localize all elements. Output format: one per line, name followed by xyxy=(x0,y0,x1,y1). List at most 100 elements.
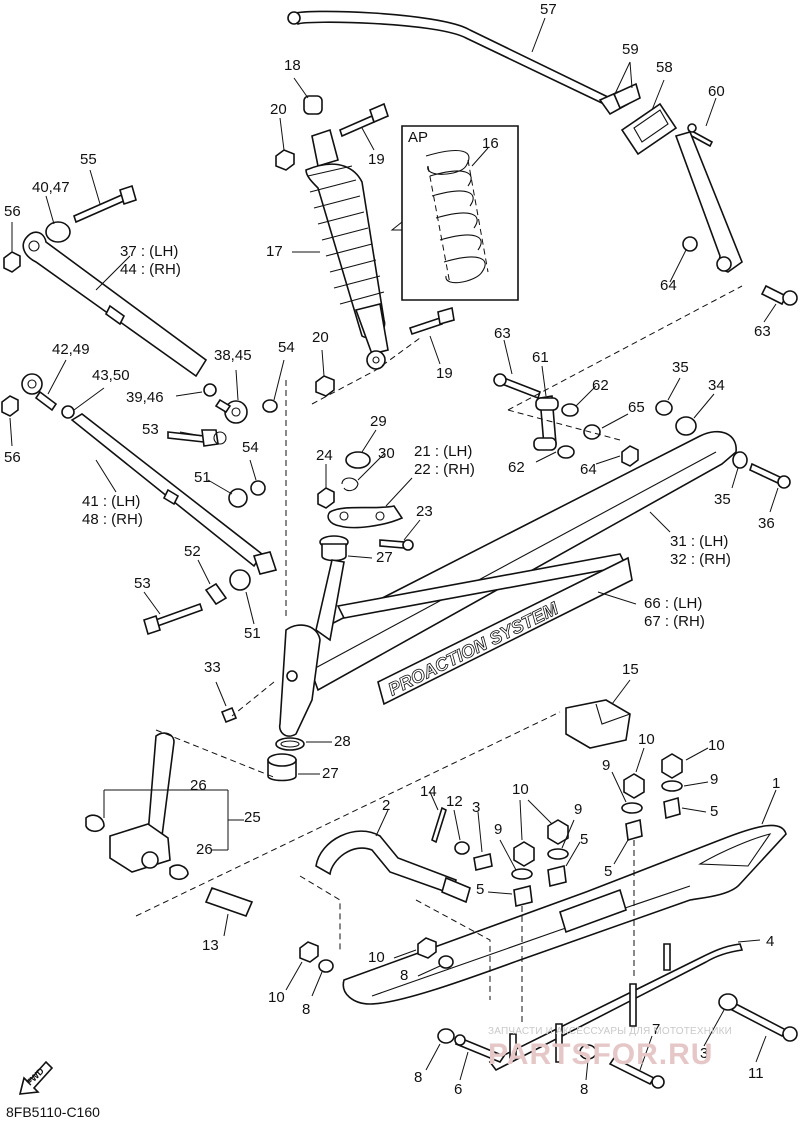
bolt-23 xyxy=(379,519,421,551)
callout-64-top: 64 xyxy=(660,277,677,294)
callout-30: 30 xyxy=(378,445,395,462)
callout-23: 23 xyxy=(416,503,433,520)
callout-54-mid: 54 xyxy=(242,439,259,456)
cap-29 xyxy=(345,429,377,469)
callout-27-upper: 27 xyxy=(376,549,393,566)
callout-36: 36 xyxy=(758,515,775,532)
callout-25: 25 xyxy=(244,809,261,826)
callout-8-ski-b: 8 xyxy=(400,967,409,984)
bar-bracket-58 xyxy=(620,79,678,156)
callout-62-lower: 62 xyxy=(508,459,525,476)
stopper-15 xyxy=(565,679,631,749)
callout-35-top: 35 xyxy=(672,359,689,376)
callout-16: 16 xyxy=(482,135,499,152)
nut-20-lower xyxy=(315,349,335,397)
callout-32: 32 : (RH) xyxy=(670,551,731,568)
bushing-18 xyxy=(293,77,323,115)
callout-27-lower: 27 xyxy=(322,765,339,782)
callout-58: 58 xyxy=(656,59,673,76)
forward-arrow-icon: FWD xyxy=(18,1060,54,1095)
bushing-51-lower xyxy=(229,569,255,625)
callout-5-lower: 5 xyxy=(604,863,613,880)
bolt-36 xyxy=(749,462,791,513)
bushing-51-top xyxy=(207,479,248,508)
callout-43-50: 43,50 xyxy=(92,367,130,384)
studs xyxy=(509,943,671,1063)
callout-56-lower: 56 xyxy=(4,449,21,466)
callout-9-b: 9 xyxy=(710,771,719,788)
bolt-11 xyxy=(730,1002,798,1063)
stabilizer-arm xyxy=(669,131,798,323)
o-ring-28 xyxy=(275,737,332,751)
collar-35-top xyxy=(655,377,681,416)
nut-10-right-a xyxy=(623,747,645,799)
callout-5-left: 5 xyxy=(476,881,485,898)
callout-21: 21 : (LH) xyxy=(414,443,473,460)
spindle-25 xyxy=(85,732,244,881)
callout-60: 60 xyxy=(708,83,725,100)
collar-3-lower xyxy=(703,993,738,1047)
callout-39-46: 39,46 xyxy=(126,389,164,406)
pin-14 xyxy=(429,791,447,844)
callout-3-lower: 3 xyxy=(700,1045,709,1062)
callout-62-top: 62 xyxy=(592,377,609,394)
callout-5-mid: 5 xyxy=(580,831,589,848)
callout-53-top: 53 xyxy=(142,421,159,438)
callout-51-lower: 51 xyxy=(244,625,261,642)
washer-9-d xyxy=(661,780,709,792)
callout-67: 67 : (RH) xyxy=(644,613,705,630)
watermark-logo: PARTSFOR.RU xyxy=(488,1038,714,1071)
bushing-62-lower xyxy=(535,445,575,463)
callout-26-lower: 26 xyxy=(196,841,213,858)
callout-4: 4 xyxy=(766,933,775,950)
circlip-30 xyxy=(341,453,385,492)
nut-20-top xyxy=(275,117,295,171)
bolt-60 xyxy=(686,97,717,148)
callout-14: 14 xyxy=(420,783,437,800)
callout-9-d: 9 xyxy=(494,821,503,838)
washer-8-ski-b xyxy=(417,955,454,977)
washer-9-c xyxy=(611,771,643,814)
bushing-27-lower xyxy=(267,753,320,782)
callout-22: 22 : (RH) xyxy=(414,461,475,478)
callout-8-ski-a: 8 xyxy=(302,1001,311,1018)
callout-6: 6 xyxy=(454,1081,463,1098)
handle-2 xyxy=(315,809,471,904)
nut-56-top xyxy=(3,222,21,273)
bolt-55 xyxy=(73,169,137,224)
callout-42-49: 42,49 xyxy=(52,341,90,358)
collar-5-d xyxy=(663,796,707,820)
callout-8-lower-left: 8 xyxy=(414,1069,423,1086)
callout-66: 66 : (LH) xyxy=(644,595,703,612)
callout-11: 11 xyxy=(748,1065,764,1082)
watermark-caption: ЗАПЧАСТИ И АКСЕССУАРЫ ДЛЯ МОТОТЕХНИКИ xyxy=(488,1026,733,1037)
callout-52: 52 xyxy=(184,543,201,560)
callout-48: 48 : (RH) xyxy=(82,511,143,528)
callout-18: 18 xyxy=(284,57,301,74)
washer-65 xyxy=(583,413,629,440)
callout-3-top: 3 xyxy=(472,799,481,816)
washer-35-lower xyxy=(731,451,748,489)
bushing-27-upper xyxy=(319,535,373,562)
bolt-63-left xyxy=(493,339,541,400)
link-plate-21-22 xyxy=(327,477,413,529)
callout-40-47: 40,47 xyxy=(32,179,70,196)
callout-10-ski-b: 10 xyxy=(368,949,385,966)
nut-10-ski-a xyxy=(285,941,319,991)
callout-65: 65 xyxy=(628,399,645,416)
wear-bar-4 xyxy=(488,939,761,1072)
callout-7: 7 xyxy=(652,1021,661,1038)
nut-24 xyxy=(317,464,335,509)
callout-44: 44 : (RH) xyxy=(120,261,181,278)
bar-bushing-59 xyxy=(598,61,641,116)
callout-26-top: 26 xyxy=(190,777,207,794)
callout-28: 28 xyxy=(334,733,351,750)
nut-10-left xyxy=(513,799,535,867)
callout-1: 1 xyxy=(772,775,781,792)
callout-37: 37 : (LH) xyxy=(120,243,179,260)
nut-10-ski-b xyxy=(393,937,437,959)
bolt-19-top xyxy=(339,102,389,151)
callout-53-lower: 53 xyxy=(134,575,151,592)
nut-10-right-b xyxy=(661,747,709,779)
